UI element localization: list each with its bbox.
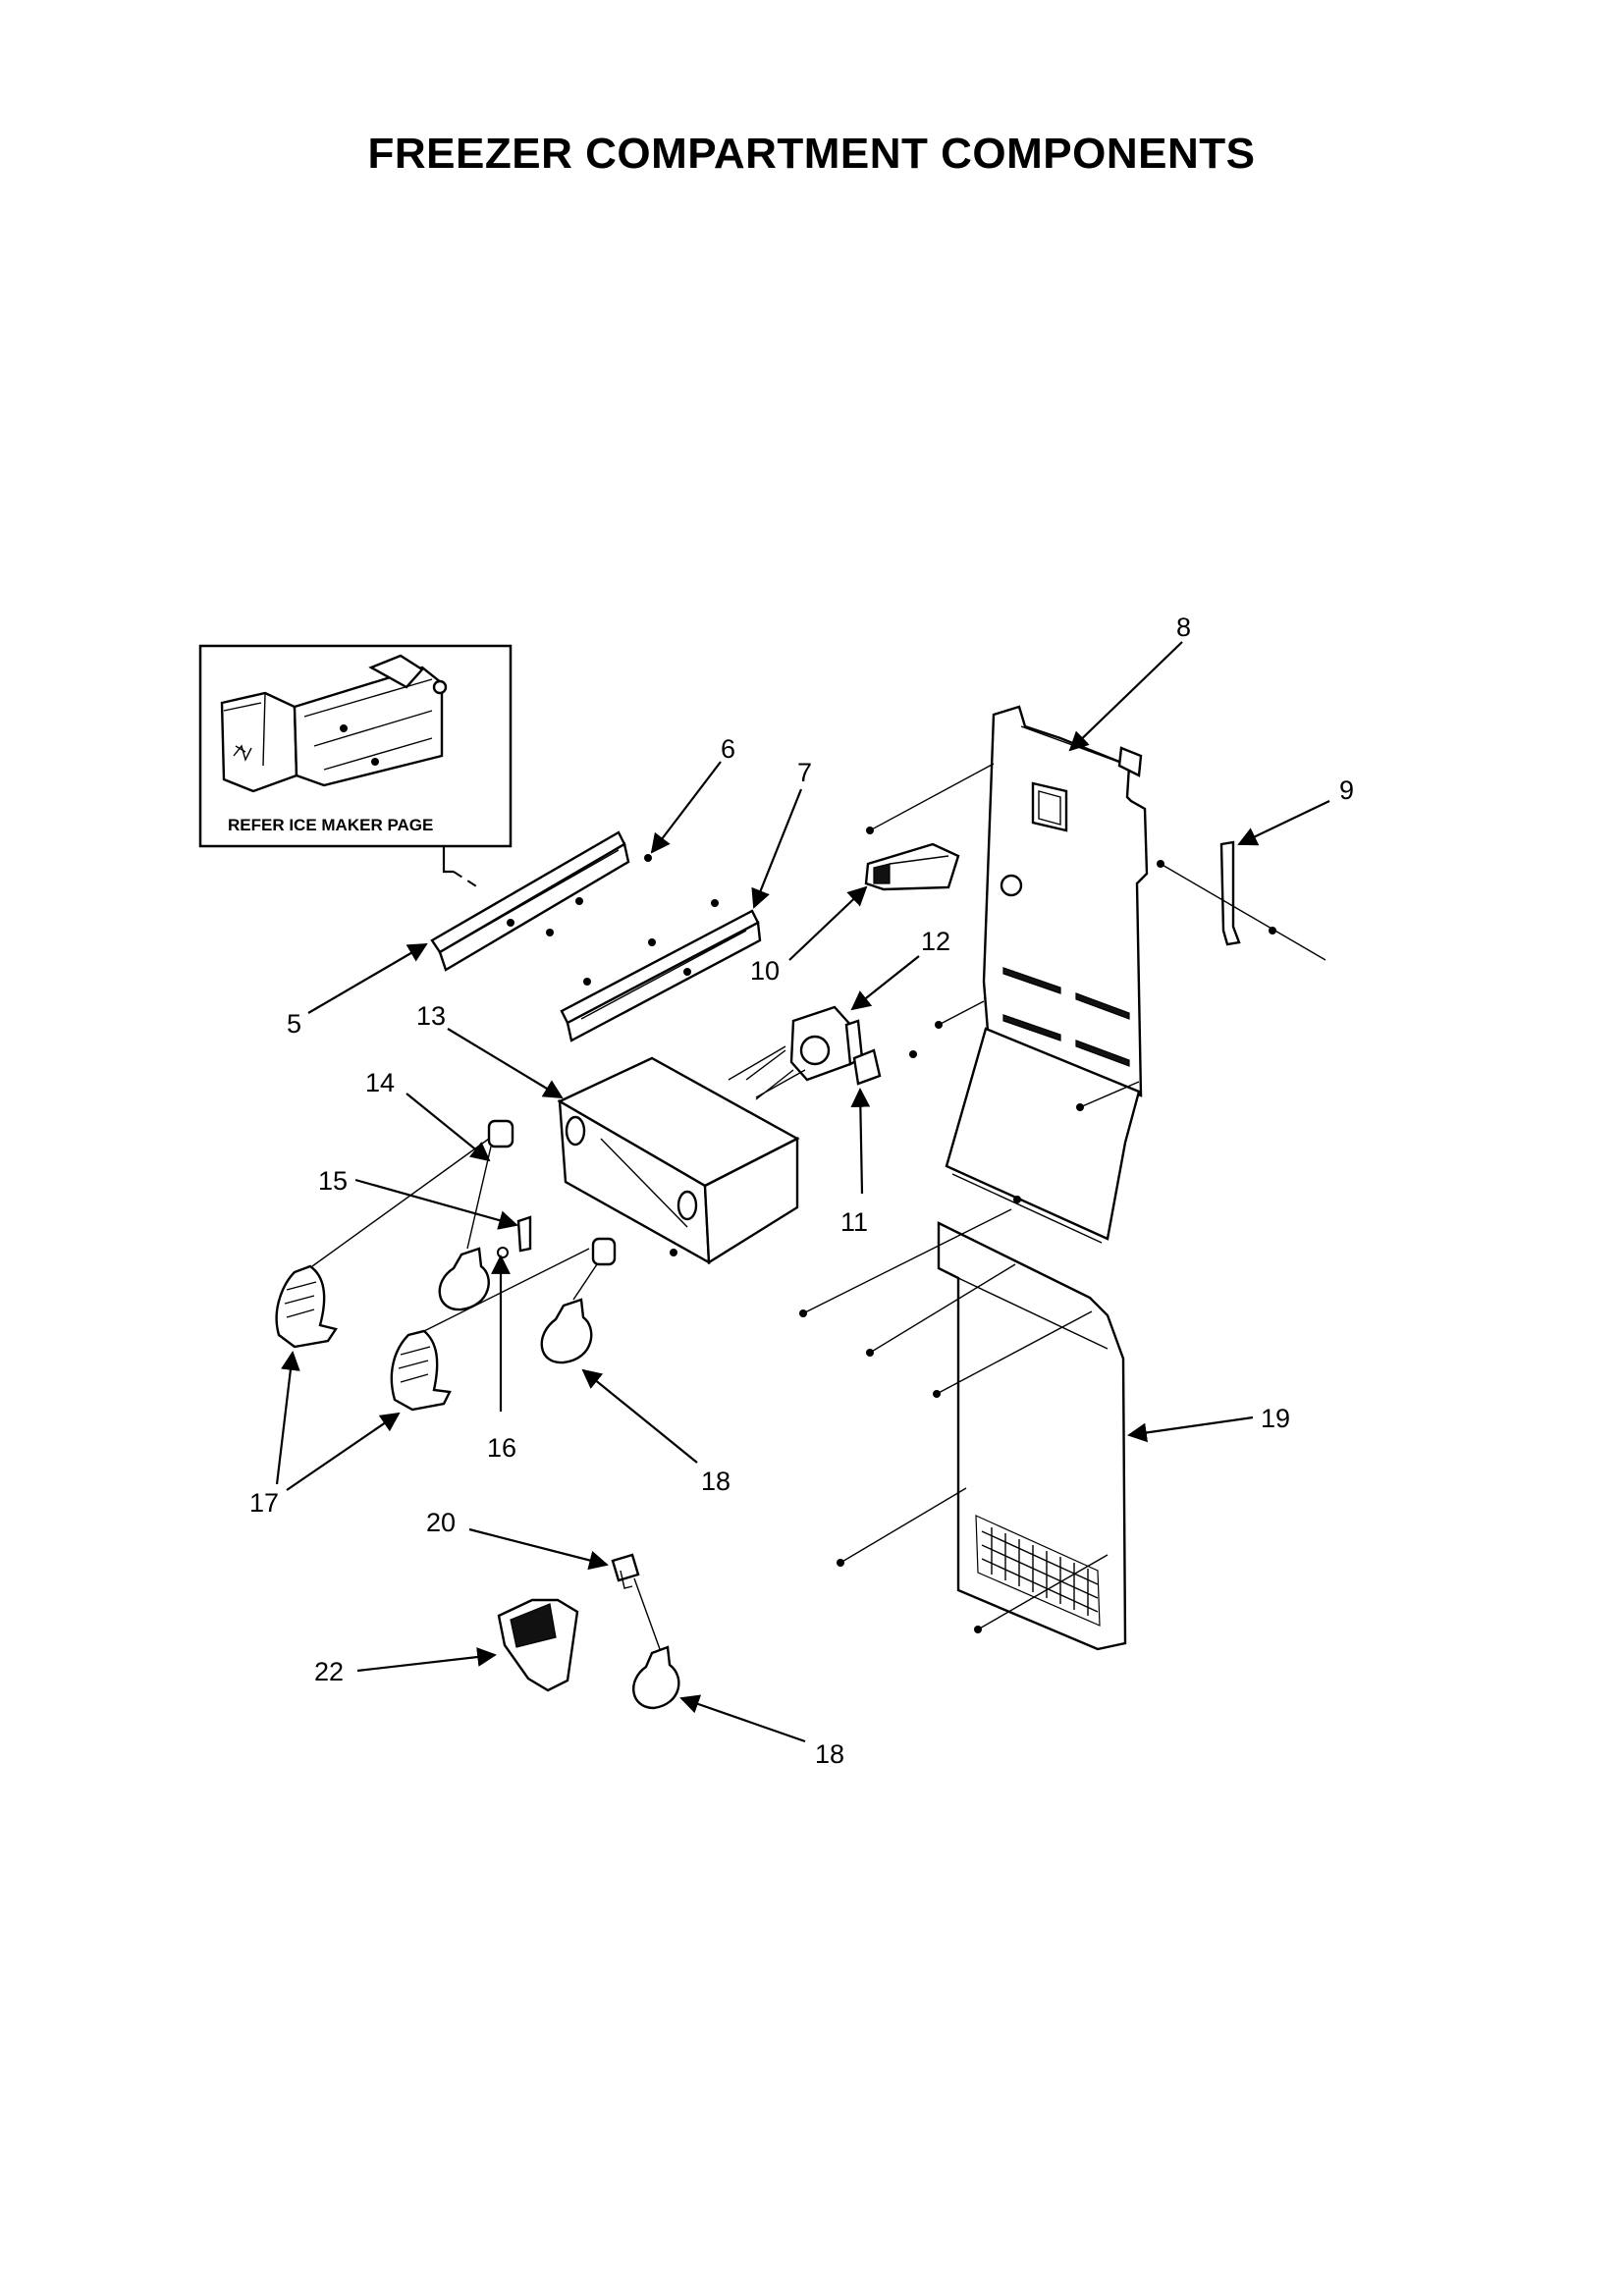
part-16-nut: [497, 1247, 509, 1258]
callout-22: 22: [314, 1657, 344, 1686]
callout-12: 12: [921, 927, 950, 956]
callout-6: 6: [721, 734, 735, 764]
bulb-upper-left: [438, 1247, 490, 1311]
part-7-bracket: [560, 909, 762, 1042]
part-9-bracket: [1219, 840, 1241, 946]
part-5-bracket: [430, 830, 630, 972]
callout-17: 17: [249, 1488, 279, 1518]
part-17-shield-upper: [275, 1264, 338, 1349]
part-14-socket: [487, 1119, 514, 1148]
callout-labels: 5 6 7 8 9 10 11 12 13 14 15 16 17 18 19 …: [249, 613, 1354, 1769]
callout-5: 5: [287, 1009, 301, 1039]
callout-14: 14: [365, 1068, 395, 1097]
part-15-clip: [516, 1215, 532, 1253]
socket-2: [591, 1237, 617, 1266]
ice-maker-reference-box[interactable]: REFER ICE MAKER PAGE: [198, 644, 513, 848]
callout-18-upper: 18: [701, 1467, 730, 1496]
callout-15: 15: [318, 1166, 348, 1196]
page-title: FREEZER COMPARTMENT COMPONENTS: [367, 130, 1256, 178]
bulb-center: [540, 1298, 593, 1364]
part-20-socket: [611, 1553, 640, 1589]
screw-dots: [575, 854, 719, 986]
part-19-lower-panel: [937, 1221, 1127, 1651]
part-17-shield-lower: [390, 1329, 452, 1412]
callout-8: 8: [1176, 613, 1191, 642]
part-12-fan-motor: [745, 1005, 864, 1100]
callout-13: 13: [416, 1001, 446, 1031]
callout-7: 7: [797, 758, 812, 787]
callout-10: 10: [750, 956, 780, 986]
part-22-cover: [497, 1598, 579, 1692]
part-11-component: [852, 1048, 882, 1086]
ice-maker-box-label: REFER ICE MAKER PAGE: [228, 816, 433, 834]
part-10-component: [864, 842, 960, 891]
bulb-bottom: [632, 1645, 680, 1710]
screw-leaders: [311, 763, 1326, 1650]
callout-arrows: [275, 641, 1330, 1743]
callout-9: 9: [1339, 775, 1354, 805]
callout-18-lower: 18: [815, 1739, 844, 1769]
ice-maker-icon: [220, 654, 448, 793]
part-13-housing: [557, 1045, 806, 1265]
rear-panel-duct: [945, 1027, 1141, 1244]
callout-11: 11: [840, 1207, 868, 1237]
callout-19: 19: [1261, 1404, 1290, 1433]
callout-20: 20: [426, 1508, 456, 1537]
callout-16: 16: [487, 1433, 516, 1463]
